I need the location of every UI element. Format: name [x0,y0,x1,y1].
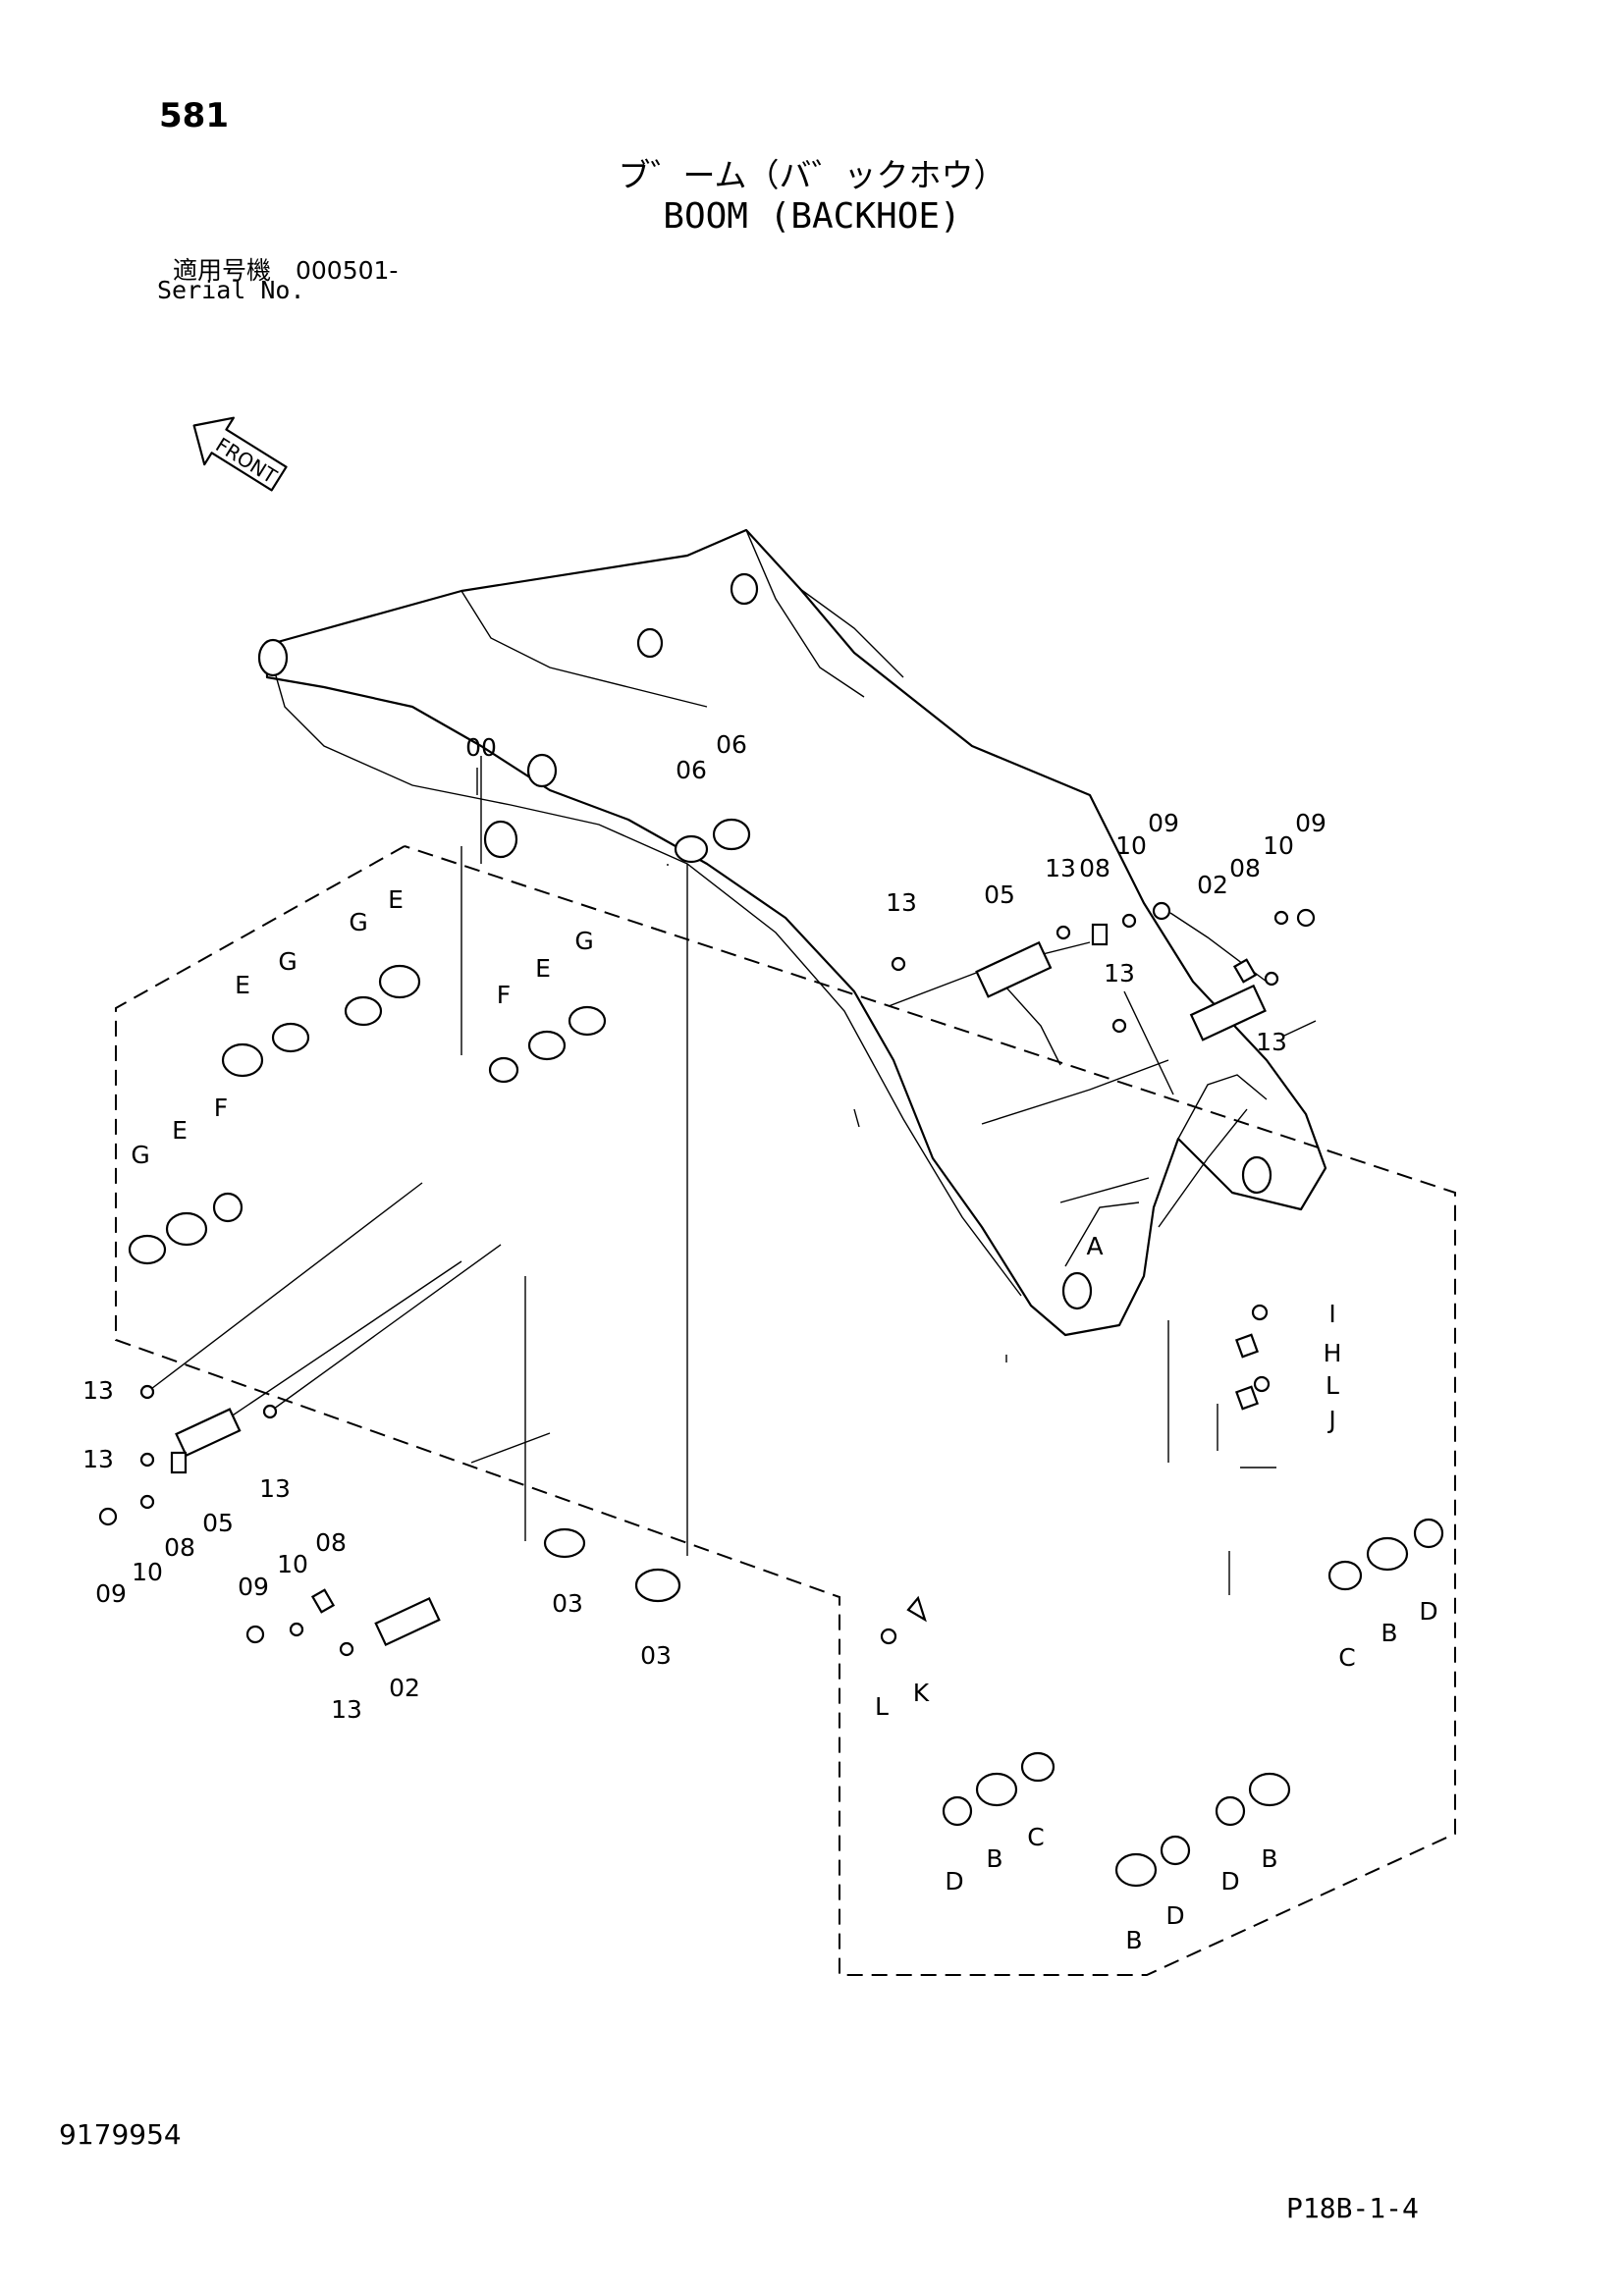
serial-label-japanese: 適用号機 000501- [173,256,399,285]
callout-A: A [1086,1232,1103,1260]
callout-00: 00 [465,733,497,762]
callout-09-top2: 09 [1295,809,1326,837]
callout-06b: 06 [716,730,747,759]
callout-E2: E [235,971,250,999]
callout-08-l: 08 [164,1533,195,1562]
callout-L2: L [875,1692,889,1721]
callout-09-top: 09 [1148,809,1179,837]
callout-13-right: 13 [1256,1028,1287,1056]
callout-B3: B [1125,1926,1142,1954]
callout-E3: E [535,954,551,983]
callout-13-top2: 13 [1045,854,1076,882]
callout-C1: C [1338,1643,1355,1672]
bushing-ring-group-right [942,1518,1444,1888]
serial-label-english: Serial No. [157,276,305,304]
callout-05-top: 05 [984,881,1015,909]
callout-02-top: 02 [1197,871,1228,899]
title-english: BOOM (BACKHOE) [663,196,961,237]
callout-B2: B [986,1844,1002,1873]
callout-D2: D [945,1867,963,1896]
pin-05-top [175,940,1267,1647]
callout-B1: B [1380,1619,1397,1647]
callout-08-top: 08 [1079,854,1110,882]
callout-E1: E [388,885,404,914]
callout-02-b: 02 [389,1674,420,1702]
callout-08-top2: 08 [1229,854,1261,882]
callout-J: J [1326,1406,1335,1434]
callout-13-b: 13 [331,1695,362,1724]
callout-09-l: 09 [95,1579,127,1608]
page-number: 581 [159,96,229,135]
small-fasteners [98,901,1316,1657]
callout-G2: G [278,947,297,976]
bushing-ring-group-left [128,964,607,1265]
callout-08-b: 08 [315,1528,347,1557]
callout-10-top: 10 [1115,831,1147,860]
callout-G3: G [574,927,593,955]
callout-D1: D [1419,1597,1437,1626]
callout-13-l2: 13 [82,1445,114,1473]
callout-K: K [913,1679,930,1707]
title-japanese: ブ゛ーム（バ゛ックホウ） [618,156,1006,194]
callout-L1: L [1326,1371,1339,1400]
callout-H: H [1324,1339,1342,1367]
document-id: 9179954 [59,2118,182,2151]
callout-13-l1: 13 [82,1376,114,1405]
callout-13-mid: 13 [1104,959,1135,988]
callout-labels: 00 06 06 13 05 13 08 10 09 02 08 10 09 1… [82,730,1438,1954]
bushing-03-pair [543,1527,681,1603]
callout-09-b: 09 [238,1573,269,1601]
callout-G1: G [349,908,367,936]
callout-G4: G [131,1141,149,1169]
callout-F4: F [214,1094,228,1122]
callout-10-b: 10 [277,1550,308,1578]
callout-05-l: 05 [202,1509,234,1537]
callout-D3: D [1165,1901,1184,1930]
callout-13-l3: 13 [259,1474,291,1503]
boom-body [257,528,1327,1337]
callout-06a: 06 [676,756,707,784]
callout-I: I [1328,1300,1335,1328]
callout-10-top2: 10 [1263,831,1294,860]
callout-D4: D [1220,1867,1239,1896]
callout-13-top: 13 [886,888,917,917]
callout-03-b: 03 [640,1641,672,1670]
leader-lines [146,756,1317,1595]
bushing-ring-group-top [674,818,751,864]
front-direction-arrow-icon: FRONT [192,416,288,492]
callout-F2: F [497,981,511,1009]
callout-E4: E [172,1116,188,1145]
callout-B4: B [1261,1844,1277,1873]
assembly-boundary [115,845,1456,1976]
callout-03-a: 03 [552,1589,583,1618]
callout-10-l: 10 [132,1558,163,1586]
callout-C2: C [1027,1823,1044,1851]
page-reference: P18B-1-4 [1286,2192,1419,2224]
